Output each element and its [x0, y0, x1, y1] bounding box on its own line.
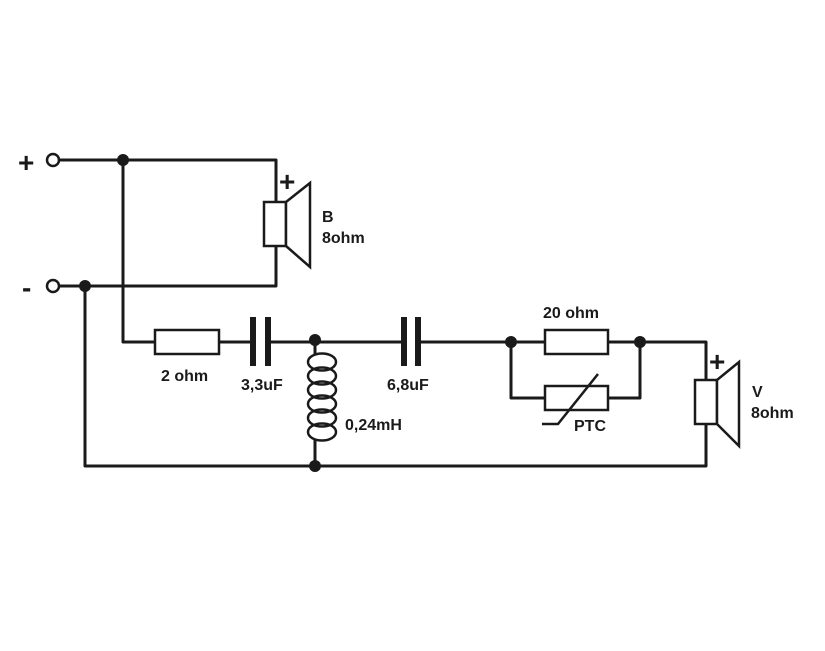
woofer-polarity: +	[709, 346, 725, 377]
tweeter-polarity: +	[279, 166, 295, 197]
capacitor-6-8uf: 6,8uF	[387, 317, 429, 394]
junction-minus	[79, 280, 91, 292]
wire-bottom-rail	[83, 284, 708, 468]
junction-plus	[117, 154, 129, 166]
resistor-body	[153, 328, 221, 356]
inductor-loop	[306, 366, 338, 386]
tweeter-name: B	[322, 209, 334, 226]
woofer-name: V	[752, 384, 763, 401]
tweeter-impedance: 8ohm	[322, 230, 365, 247]
woofer-speaker: + V 8ohm	[693, 346, 794, 450]
wires	[57, 158, 708, 468]
capacitor-3-3uf-label: 3,3uF	[241, 377, 283, 394]
plus-terminal-label: +	[18, 147, 34, 178]
wire-tweeter-return	[57, 244, 278, 288]
ptc-slash	[542, 373, 599, 426]
minus-terminal-label: -	[22, 272, 31, 303]
inductor-loop	[306, 408, 338, 428]
inductor-loop	[306, 394, 338, 414]
resistor-20ohm: 20 ohm	[543, 305, 610, 356]
woofer-cone	[715, 359, 741, 450]
inductor-0-24mh: 0,24mH	[306, 352, 402, 442]
junctions	[79, 154, 646, 472]
tweeter-cone	[284, 180, 312, 270]
inductor-label: 0,24mH	[345, 417, 402, 434]
resistor-20ohm-label: 20 ohm	[543, 305, 599, 322]
junction-parallel-right	[634, 336, 646, 348]
junction-inductor-bottom	[309, 460, 321, 472]
plus-terminal	[45, 152, 61, 168]
wire-plus-rail	[57, 158, 278, 204]
ptc-label: PTC	[574, 418, 606, 435]
wire-parallel-woofer	[606, 340, 708, 382]
inductor-loop	[306, 422, 338, 442]
capacitor-6-8uf-label: 6,8uF	[387, 377, 429, 394]
resistor-body	[543, 328, 610, 356]
wire-plus-drop	[121, 158, 157, 344]
ptc-body	[543, 384, 610, 412]
woofer-impedance: 8ohm	[751, 405, 794, 422]
capacitor-3-3uf: 3,3uF	[241, 317, 283, 394]
input-terminals: + -	[18, 147, 61, 303]
tweeter-magnet	[262, 200, 288, 248]
tweeter-speaker: + B 8ohm	[262, 166, 365, 270]
inductor-loop	[306, 380, 338, 400]
minus-terminal	[45, 278, 61, 294]
ptc-thermistor: PTC	[542, 373, 610, 435]
junction-inductor-top	[309, 334, 321, 346]
resistor-2ohm-label: 2 ohm	[161, 368, 208, 385]
resistor-2ohm: 2 ohm	[153, 328, 221, 385]
wire-ptc-branch	[509, 340, 642, 400]
inductor-loop	[306, 352, 338, 372]
woofer-magnet	[693, 378, 719, 426]
junction-parallel-left	[505, 336, 517, 348]
